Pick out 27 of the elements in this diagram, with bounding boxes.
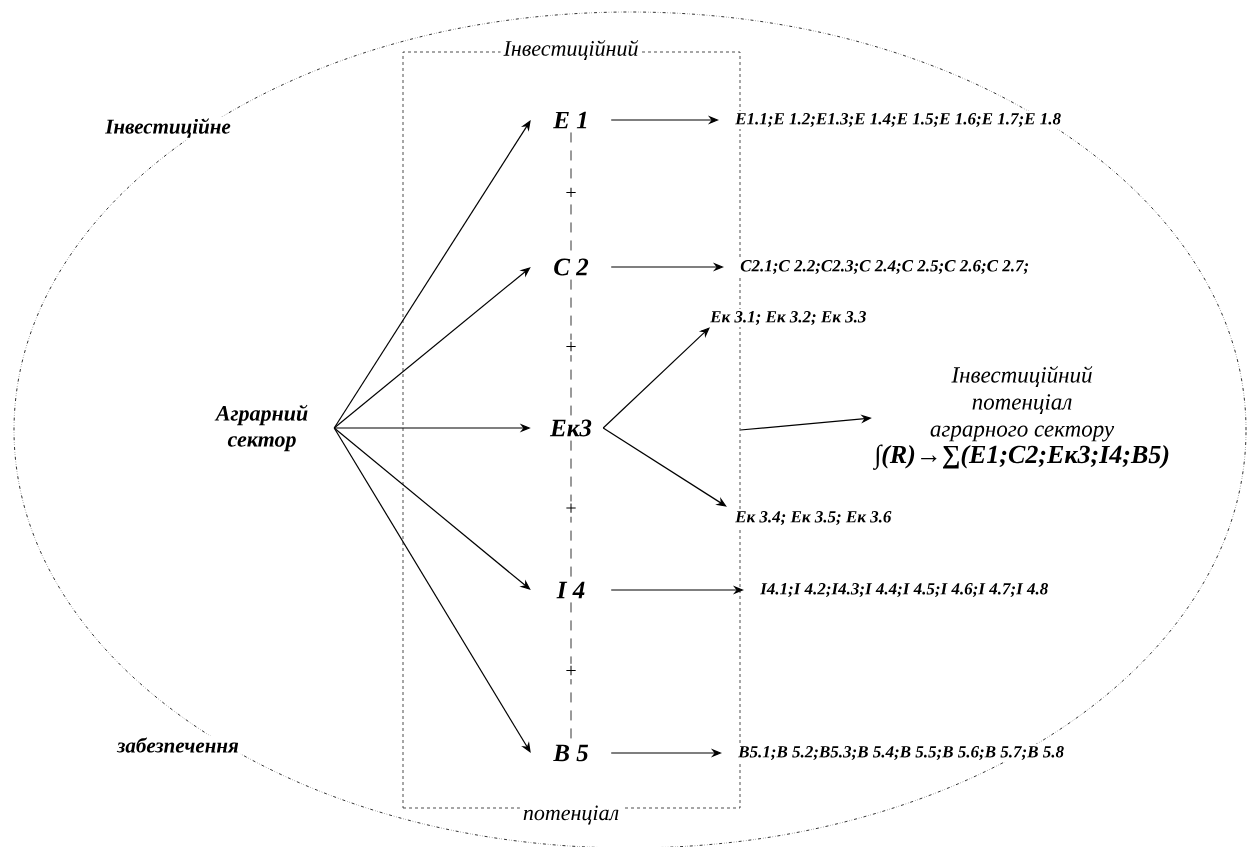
arrow <box>333 267 531 429</box>
item-label: I 4 <box>556 581 585 599</box>
edge-label: + <box>563 339 579 356</box>
arrow <box>333 120 531 429</box>
arrow <box>333 427 531 590</box>
list-text: C2.1;C 2.2;C2.3;C 2.4;C 2.5;C 2.6;C 2.7; <box>738 258 1032 276</box>
frame-label: Інвестиційний <box>500 37 642 63</box>
frame-label: потенціал <box>519 802 623 828</box>
list-text: B5.1;B 5.2;B5.3;B 5.4;B 5.5;B 5.6;B 5.7;B 5.8 <box>736 744 1067 762</box>
edge-label: + <box>563 185 579 202</box>
list-text: E1.1;E 1.2;E1.3;E 1.4;E 1.5;E 1.6;E 1.7;E 1.8 <box>733 111 1064 129</box>
arrow <box>333 427 531 753</box>
item-label: Ек3 <box>549 419 592 437</box>
edge-label: + <box>563 501 579 517</box>
item-label: B 5 <box>553 744 589 762</box>
list-text: Ек 3.4; Ек 3.5; Ек 3.6 <box>733 509 894 527</box>
arrow <box>602 427 727 507</box>
arrow <box>602 327 710 429</box>
item-label: E 1 <box>553 111 587 129</box>
heading: Інвестиційне <box>103 116 233 140</box>
result-text: Інвестиційний потенціал аграрного сектору ∫(R)→∑(E1;C2;Ек3;I4;B5) <box>872 366 1169 470</box>
heading: забезпечення <box>115 735 241 755</box>
list-text: Ек 3.1; Ек 3.2; Ек 3.3 <box>708 309 869 327</box>
heading: Аграрний сектор <box>214 404 308 452</box>
edge-label: + <box>563 663 579 680</box>
item-label: C 2 <box>554 258 589 276</box>
list-text: I4.1;I 4.2;I4.3;I 4.4;I 4.5;I 4.6;I 4.7;I 4.8 <box>758 581 1051 599</box>
